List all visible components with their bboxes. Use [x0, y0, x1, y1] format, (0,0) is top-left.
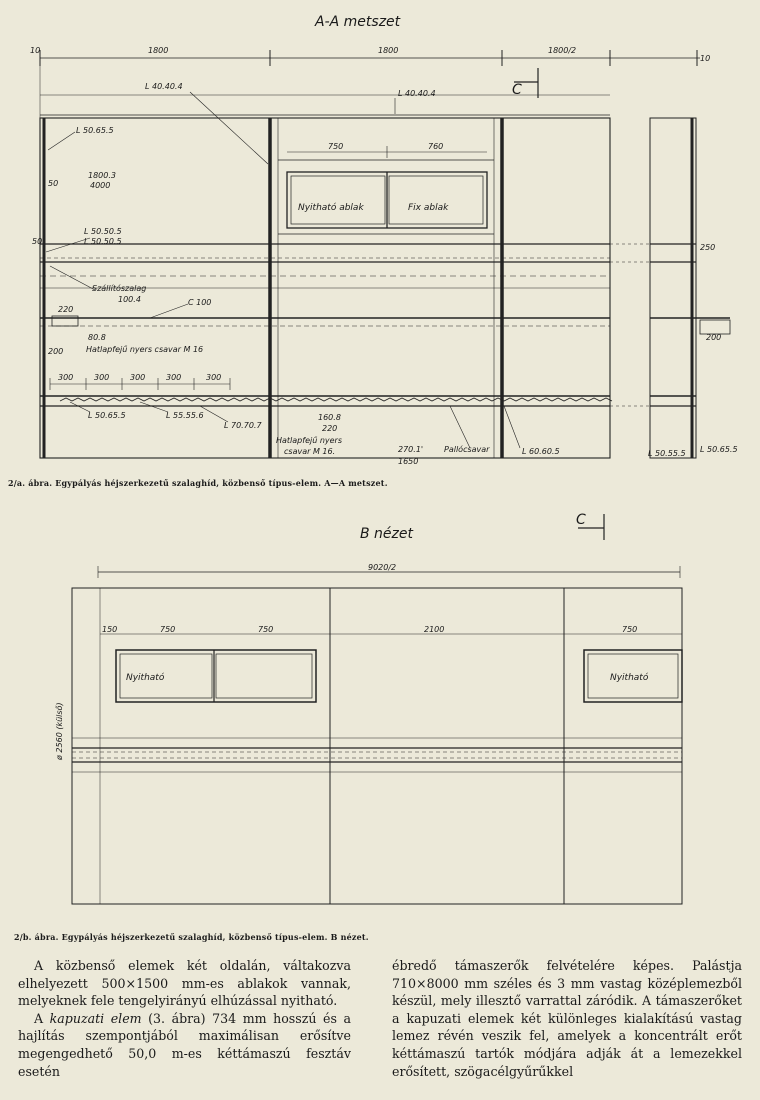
- label-dim: 50: [32, 237, 42, 246]
- paragraph-text: A: [34, 1010, 50, 1026]
- dim-b: 2100: [424, 625, 444, 634]
- label-angle: L 50.50.5: [84, 237, 122, 246]
- paragraph-text: (3. ábra) 734 mm hosszú és a hajlítás sz…: [18, 1010, 351, 1079]
- label-dim: 1800.3: [88, 171, 116, 180]
- dim-b: 750: [160, 625, 175, 634]
- label-angle: L 60.60.5: [522, 447, 560, 456]
- label-angle: L 55.55.6: [166, 411, 204, 420]
- figure-a-caption: 2/a. ábra. Egypályás héjszerkezetű szala…: [8, 478, 388, 488]
- label-dim: 200: [48, 347, 63, 356]
- label-bolt: Hatlapfejű nyers: [276, 436, 342, 445]
- window-label: Nyitható ablak: [298, 202, 364, 213]
- label-angle: L 50.55.5: [648, 449, 686, 458]
- dim-b: 150: [102, 625, 117, 634]
- dim-spacing: 300: [58, 373, 73, 382]
- text-column-right: ébredő támaszerők felvételére képes. Pal…: [392, 957, 742, 1080]
- figure-b-caption: 2/b. ábra. Egypályás héjszerkezetű szala…: [14, 932, 369, 942]
- figure-a-drawing: A-A metszet 10 1800 1800 1800/2 10 L 40.…: [30, 14, 738, 466]
- section-marker-c: C: [512, 82, 522, 98]
- figure-b-drawing: B nézet C 9020/2 150 750 750 2100 750 ø …: [55, 512, 683, 905]
- dim-top: 1800/2: [548, 46, 576, 55]
- label-angle: L 50.65.5: [76, 126, 114, 135]
- label-dim: 220: [322, 424, 337, 433]
- dim-spacing: 300: [166, 373, 181, 382]
- dim-top: 10: [30, 46, 40, 55]
- label-dim: 270.1': [398, 445, 423, 454]
- label-angle: L 70.70.7: [224, 421, 262, 430]
- dim-b: 750: [258, 625, 273, 634]
- paragraph: A közbenső elemek két oldalán, váltakozv…: [18, 958, 351, 1009]
- label-angle: L 50.50.5: [84, 227, 122, 236]
- label-dim: 220: [58, 305, 73, 314]
- dim-top: 10: [700, 54, 710, 63]
- label-bolt: csavar M 16.: [284, 447, 335, 456]
- paragraph: ébredő támaszerők felvételére képes. Pal…: [392, 958, 742, 1079]
- dim-b: 750: [622, 625, 637, 634]
- label-angle: L 40.40.4: [398, 89, 436, 98]
- label-dim: 50: [48, 179, 58, 188]
- dim-spacing: 300: [130, 373, 145, 382]
- fig-a-title: A-A metszet: [314, 14, 401, 30]
- emphasis-term: kapuzati elem: [49, 1010, 142, 1026]
- dim-overall: 9020/2: [368, 563, 396, 572]
- dim-spacing: 300: [94, 373, 109, 382]
- label-conveyor: Szállítószalag: [92, 283, 146, 293]
- label-bolt: Pallócsavar: [444, 444, 490, 454]
- label-dim: 80.8: [88, 333, 106, 342]
- paragraph: A kapuzati elem (3. ábra) 734 mm hosszú …: [18, 1010, 351, 1080]
- label-channel: C 100: [188, 298, 211, 307]
- text-column-left: A közbenső elemek két oldalán, váltakozv…: [18, 957, 351, 1080]
- section-marker-c: C: [576, 512, 586, 528]
- dim-top: 1800: [378, 46, 398, 55]
- label-angle: L 50.65.5: [88, 411, 126, 420]
- label-dim: 160.8: [318, 413, 341, 422]
- label-dim: 1650: [398, 457, 418, 466]
- label-dim: 100.4: [118, 295, 141, 304]
- window-label: Nyitható: [610, 672, 649, 683]
- dim-top: 1800: [148, 46, 168, 55]
- label-bolt: Hatlapfejű nyers csavar M 16: [86, 345, 203, 354]
- label-dim: 200: [706, 333, 721, 342]
- label-dim: 750: [328, 142, 343, 151]
- dim-height: ø 2560 (külső): [55, 702, 64, 761]
- label-angle: L 40.40.4: [145, 82, 183, 91]
- label-dim: 250: [700, 243, 715, 252]
- label-dim: 4000: [90, 181, 110, 190]
- dim-spacing: 300: [206, 373, 221, 382]
- fig-b-title: B nézet: [360, 526, 414, 542]
- label-dim: 760: [428, 142, 443, 151]
- window-label: Fix ablak: [408, 203, 449, 213]
- label-angle: L 50.65.5: [700, 445, 738, 454]
- window-label: Nyitható: [126, 672, 165, 683]
